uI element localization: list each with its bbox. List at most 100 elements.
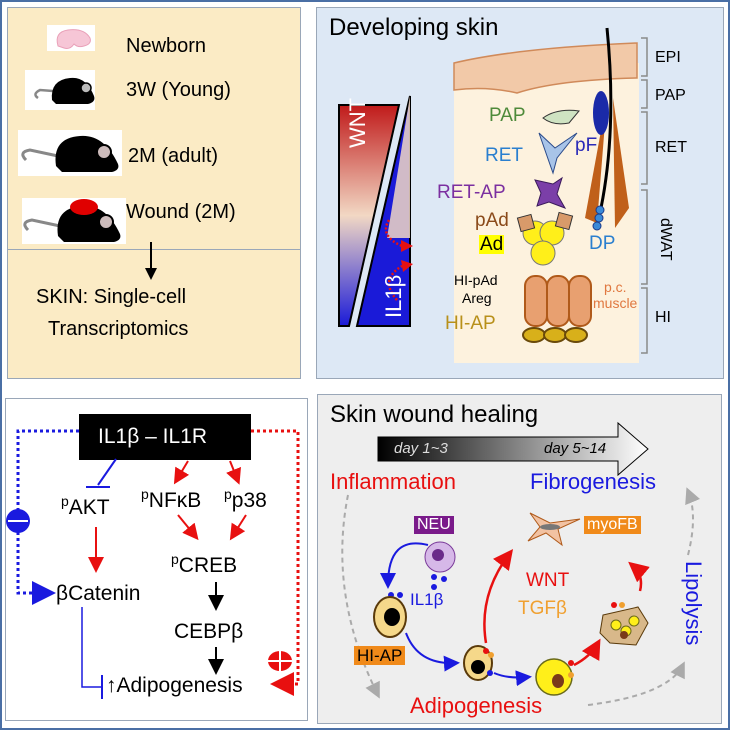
il1r-to-bcatenin-inhibit-path <box>16 429 79 605</box>
sample-label-newborn: Newborn <box>126 35 207 57</box>
layer-pap: PAP <box>655 87 686 104</box>
result-line-2: Transcriptomics <box>48 318 189 340</box>
down-arrow-icon <box>145 250 157 280</box>
panel-samples-lower: SKIN: Single-cell Transcriptomics <box>7 250 301 379</box>
panel-developing-skin: Developing skin WNT IL1β PAP RET pF RET-… <box>316 7 724 379</box>
label-pap: PAP <box>489 105 526 126</box>
timeline-early: day 1~3 <box>394 440 448 457</box>
label-pc: p.c. <box>604 279 627 295</box>
panel-title: Developing skin <box>329 14 499 41</box>
dermal-papilla-cells <box>592 205 605 231</box>
lipolytic-adipocyte-icon <box>599 602 649 646</box>
hipad-to-ad-arrow <box>388 264 403 301</box>
adult-mouse-icon <box>18 130 122 176</box>
label-ret-ap: RET-AP <box>437 182 506 203</box>
node-adipogenesis: ↑Adipogenesis <box>106 674 243 697</box>
hair-follicle-right <box>613 98 629 228</box>
preadipocyte-to-adipocyte-arrow <box>493 670 532 687</box>
adipocyte-cluster <box>516 211 574 266</box>
receptor-box <box>79 414 251 460</box>
epidermis-layer <box>453 42 638 94</box>
signaling-svg <box>6 414 300 699</box>
hi-ap-cells <box>522 327 588 343</box>
sample-label-wound: Wound (2M) <box>126 201 236 223</box>
label-tgfb: TGFβ <box>518 598 567 619</box>
phase-adipogenesis: Adipogenesis <box>410 693 543 718</box>
neutrophil-icon <box>424 541 456 573</box>
node-p38: pp38 <box>224 486 267 512</box>
layer-brackets <box>641 37 648 354</box>
phase-fibrogenesis: Fibrogenesis <box>530 469 656 494</box>
label-dp: DP <box>589 233 616 254</box>
adipocyte-to-lipolytic-arrow <box>573 638 601 667</box>
ret-cell <box>538 132 578 175</box>
neu-to-hiap-arrow <box>380 542 429 589</box>
newborn-mouse-icon <box>47 25 95 51</box>
result-line-1: SKIN: Single-cell <box>36 286 187 308</box>
gradient-label-il1b: IL1β <box>381 274 406 318</box>
sample-label-young: 3W (Young) <box>126 79 231 101</box>
panel-wound-healing: Skin wound healing day 1~3 day 5~14 Infl… <box>317 394 722 724</box>
gradient-label-wnt: WNT <box>345 97 370 148</box>
samples-icons <box>18 25 152 251</box>
preadipocyte-icon <box>463 645 494 681</box>
panel-samples-box: Newborn 3W (Young) 2M (adult) Wound (2M) <box>7 7 301 251</box>
arrowhead <box>401 240 413 252</box>
arrowhead <box>401 260 413 272</box>
label-ret: RET <box>485 145 523 166</box>
lipolysis-to-fibrogenesis-arrow <box>685 487 700 556</box>
developing-skin-svg <box>338 27 648 363</box>
plus-icon <box>268 651 292 671</box>
sample-label-adult: 2M (adult) <box>128 145 219 167</box>
preadipocyte-to-myofb-arrow <box>483 549 514 644</box>
node-creb: pCREB <box>171 551 238 577</box>
phase-lipolysis: Lipolysis <box>681 561 706 646</box>
wound-svg <box>341 421 700 706</box>
ret-ap-cell <box>534 176 567 209</box>
pc-muscle <box>524 275 592 327</box>
panel-title: Skin wound healing <box>330 401 539 428</box>
tag-myofb: myoFB <box>584 516 641 534</box>
adipogenesis-to-lipolysis-arrow <box>587 661 685 706</box>
layer-ret: RET <box>655 139 687 156</box>
hair-shaft <box>599 27 613 209</box>
label-pad: pAd <box>475 210 509 231</box>
pap-cell <box>542 109 580 125</box>
bcatenin-inhibit-adipogenesis <box>81 607 102 688</box>
label-hi-pad: HI-pAd <box>454 272 498 288</box>
arrow-to-nfkb <box>173 460 190 485</box>
arrow-nfkb-to-creb <box>177 514 199 541</box>
node-cebpb: CEBPβ <box>174 620 244 643</box>
timeline-late: day 5~14 <box>544 440 607 457</box>
arrow-to-p38 <box>226 460 241 485</box>
receptor-label: IL1β – IL1R <box>98 425 207 448</box>
adipocyte-icon <box>535 658 574 696</box>
label-hi-ap: HI-AP <box>445 313 496 334</box>
layer-epi: EPI <box>655 49 681 66</box>
myofibroblast-icon <box>527 512 581 547</box>
label-wnt: WNT <box>526 570 570 591</box>
arrow-p38-to-creb <box>229 514 247 541</box>
il1r-to-adipogenesis-path <box>251 429 300 696</box>
inflammation-to-adipogenesis-arrow <box>341 494 380 699</box>
hi-ap-cell-icon <box>373 596 407 638</box>
layer-dwat: dWAT <box>657 218 674 261</box>
label-areg: Areg <box>462 290 492 306</box>
lipolytic-to-myofb-arrow <box>628 561 650 592</box>
result-arrow <box>145 250 157 280</box>
hiap-to-preadipocyte-arrow <box>405 632 460 672</box>
tag-neu: NEU <box>414 516 454 534</box>
wnt-il1b-gradient <box>338 95 411 327</box>
wounded-mouse-icon <box>22 198 126 244</box>
panel-signaling: IL1β – IL1R pAKT pNFκB pp38 pCREB βCaten… <box>5 398 308 721</box>
label-ad: Ad <box>479 234 505 255</box>
node-nfkb: pNFκB <box>141 486 202 512</box>
node-beta-catenin: βCatenin <box>56 582 141 605</box>
arrector-cells <box>593 91 609 135</box>
label-pf: pF <box>575 135 598 156</box>
phase-inflammation: Inflammation <box>330 469 456 494</box>
young-mouse-icon <box>25 70 95 110</box>
label-muscle: muscle <box>593 295 638 311</box>
inhibit-akt-line <box>97 458 117 486</box>
minus-icon <box>6 509 30 533</box>
